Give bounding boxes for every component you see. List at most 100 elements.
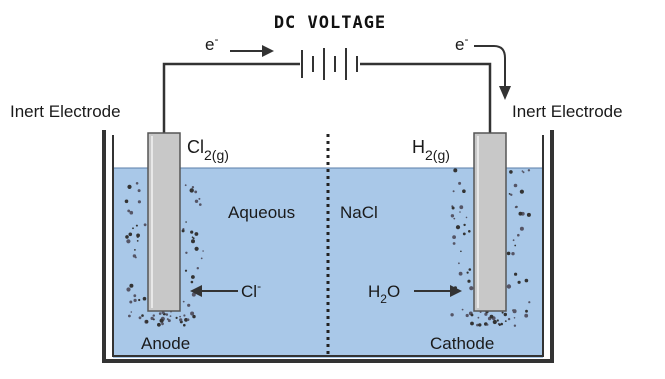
bubble — [511, 252, 515, 256]
bubble — [169, 315, 172, 317]
bubble — [138, 298, 141, 302]
bubble — [191, 292, 196, 297]
bubble — [192, 237, 195, 240]
bubble — [189, 188, 194, 193]
bubble — [524, 313, 529, 318]
bubble — [466, 271, 469, 274]
bubble — [134, 249, 136, 251]
bubble — [200, 257, 203, 260]
bubble — [462, 232, 466, 236]
ion-arrow-right — [414, 285, 462, 297]
bubble — [459, 211, 461, 213]
bubble — [519, 189, 525, 194]
bubble — [135, 182, 139, 185]
bubble — [504, 320, 507, 322]
bubble — [194, 190, 198, 194]
bubble — [506, 284, 512, 289]
bubble — [458, 181, 462, 185]
bubble — [477, 316, 480, 319]
bubble — [517, 233, 520, 237]
bubble — [136, 233, 141, 238]
bubble — [514, 206, 518, 209]
gas-right-label: H2(g) — [412, 137, 450, 163]
bubble — [129, 300, 133, 304]
bubble — [179, 315, 182, 318]
bubble — [451, 206, 455, 210]
bubble — [468, 230, 471, 233]
bubble — [157, 322, 161, 327]
bubble — [452, 235, 456, 240]
electron-flow-arrow-left — [230, 45, 274, 57]
bubble — [143, 223, 147, 227]
anode-label: Anode — [141, 334, 190, 353]
bubble — [133, 294, 137, 298]
bubble — [514, 272, 518, 276]
bubble — [129, 283, 134, 288]
bubble — [152, 314, 155, 317]
bubble — [498, 323, 501, 326]
bubble — [484, 312, 488, 316]
bubble — [191, 186, 195, 189]
bubble — [452, 242, 456, 245]
bubble — [462, 189, 466, 193]
bubble — [127, 209, 131, 213]
bubble — [452, 190, 455, 193]
bubble — [187, 303, 191, 307]
bubble — [145, 320, 149, 324]
bubble — [184, 269, 188, 272]
bubble — [167, 319, 171, 323]
bubble — [506, 251, 511, 256]
bubble — [476, 323, 479, 327]
bubble — [130, 311, 133, 313]
bubble — [489, 314, 494, 319]
bubble — [141, 314, 144, 317]
bubble — [513, 183, 518, 188]
bubble — [510, 193, 513, 196]
bubble — [459, 205, 464, 210]
bubble — [126, 287, 131, 292]
wire-left — [162, 62, 300, 133]
bubble — [509, 170, 513, 174]
battery-icon — [301, 48, 358, 80]
ion-right-label: H2O — [368, 282, 400, 306]
bubble — [175, 316, 178, 319]
electrode-right-label: Inert Electrode — [512, 102, 623, 121]
bubble — [458, 271, 463, 276]
bubble — [470, 321, 474, 326]
bubble — [137, 189, 141, 193]
bubble — [191, 275, 195, 279]
bubble — [517, 280, 521, 284]
anode-electrode — [147, 132, 181, 312]
solution-label-left: Aqueous — [228, 203, 295, 222]
bubble — [492, 319, 497, 325]
ion-arrow-left — [190, 285, 238, 297]
cathode-electrode — [473, 132, 507, 312]
bubble — [184, 318, 188, 322]
bubble — [467, 279, 471, 283]
container — [102, 130, 554, 363]
bubble — [465, 216, 468, 219]
bubble — [126, 239, 131, 244]
gas-bubbles — [124, 168, 531, 327]
bubble — [136, 240, 139, 242]
bubble — [453, 217, 456, 220]
bubble — [161, 322, 164, 326]
bubble — [135, 224, 138, 227]
bubble — [165, 313, 169, 316]
bubble — [519, 226, 524, 231]
bubble — [470, 313, 474, 317]
bubble — [522, 171, 525, 174]
bubble — [478, 323, 482, 327]
bubble — [513, 317, 516, 319]
bubble — [181, 229, 185, 233]
bubble — [185, 251, 188, 254]
bubble — [129, 210, 134, 215]
bubble — [133, 298, 137, 302]
bubble — [194, 199, 199, 203]
bubble — [127, 184, 132, 189]
bubble — [458, 262, 460, 265]
bubble — [194, 232, 199, 236]
bubble — [486, 323, 489, 326]
bubble — [192, 314, 196, 319]
